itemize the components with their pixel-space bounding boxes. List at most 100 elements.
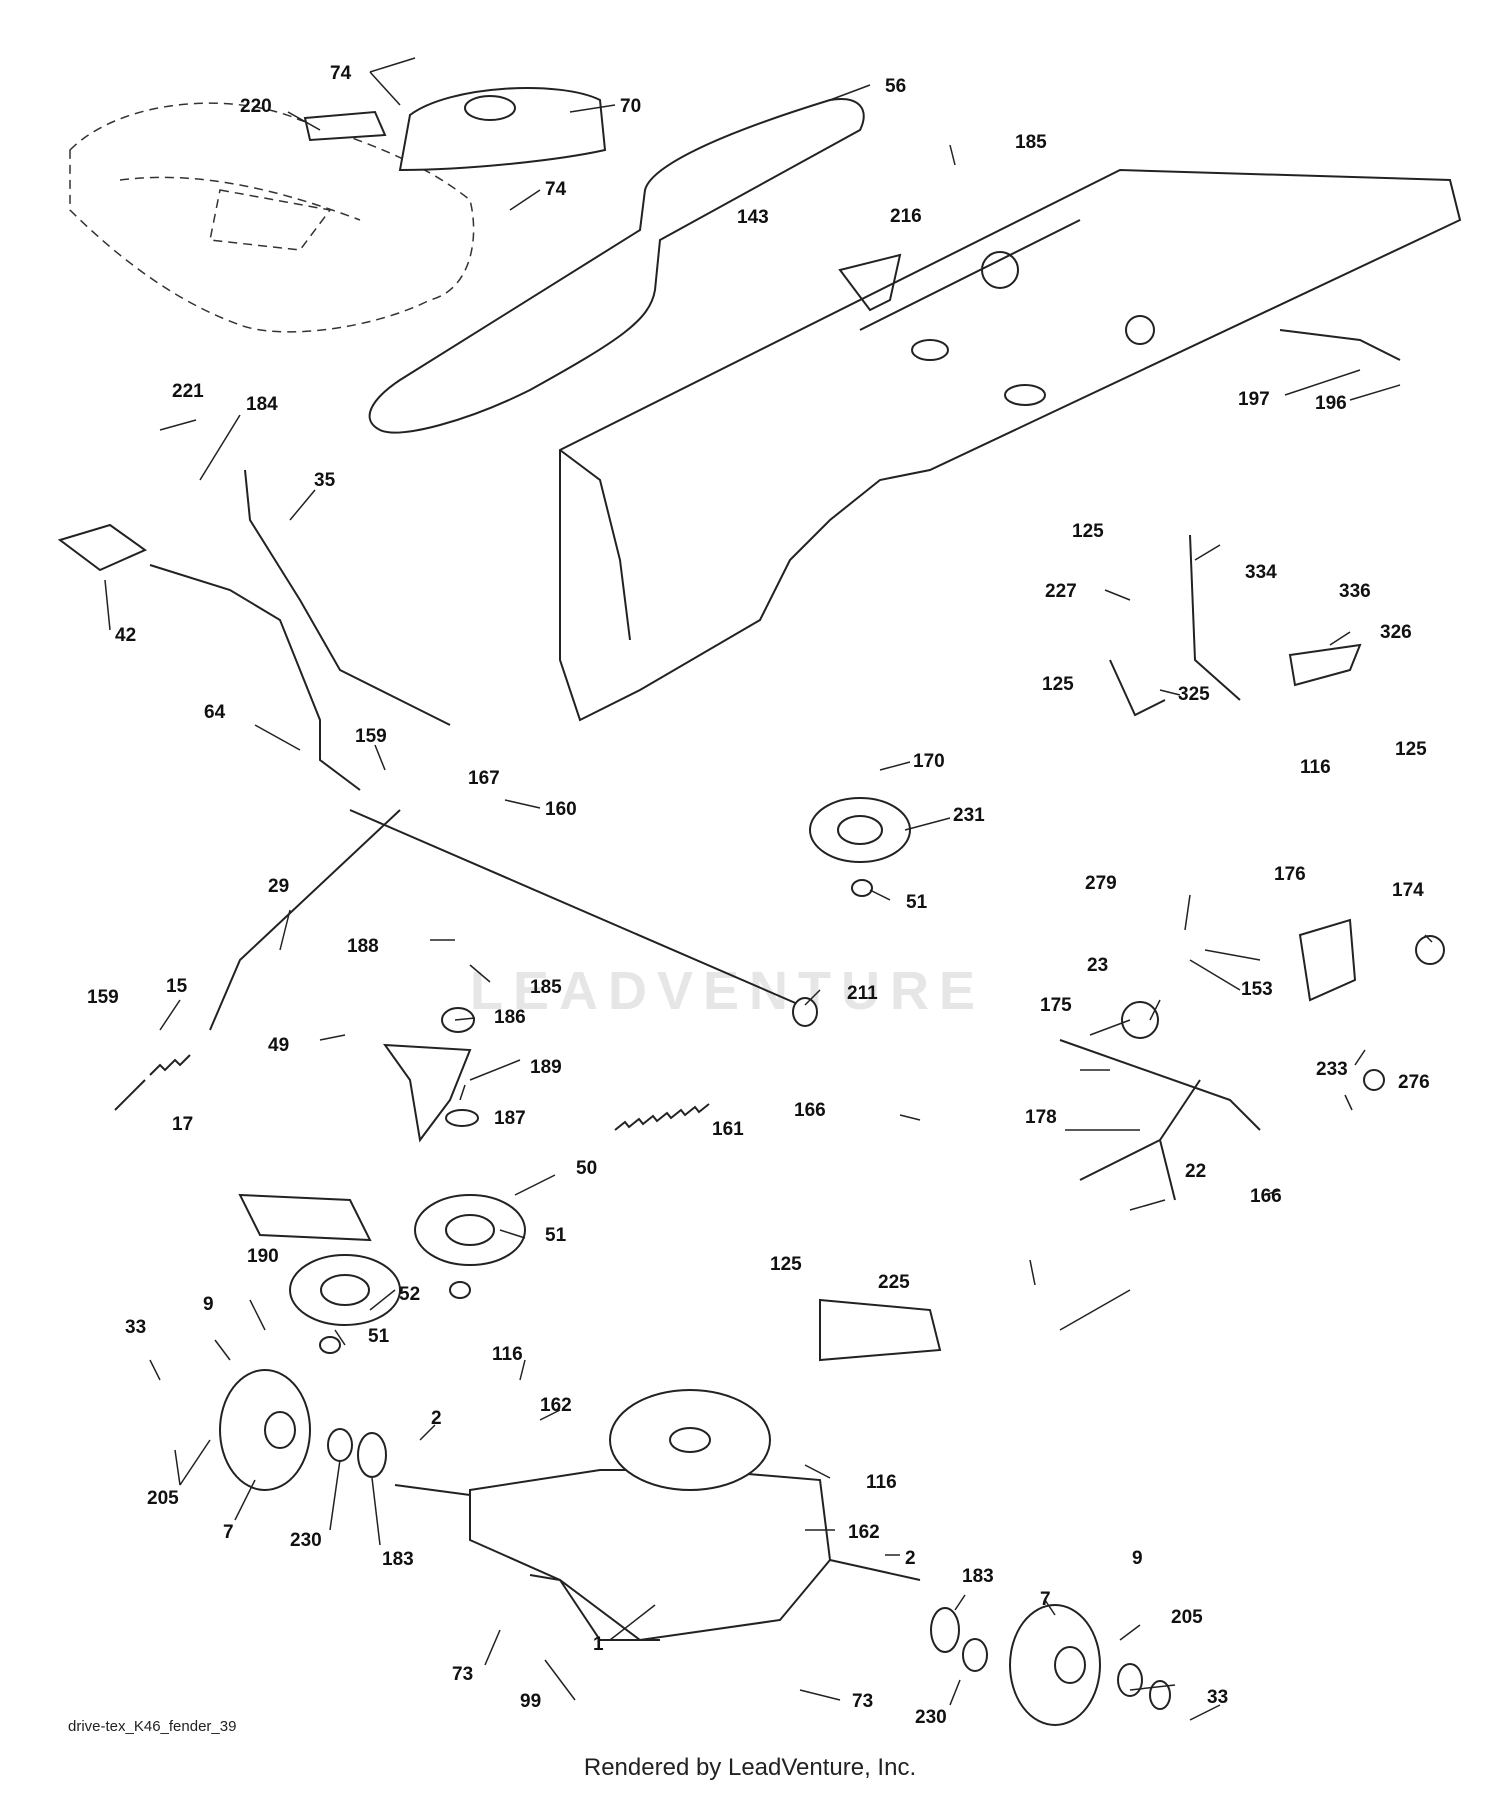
chassis-frame [559,168,1462,722]
knob-42 [57,523,148,572]
callout-205: 205 [1171,1607,1203,1628]
transaxle-1 [394,1389,921,1642]
hub-7-left [219,1369,311,1491]
callout-73: 73 [852,1691,873,1712]
callout-178: 178 [1025,1107,1057,1128]
callout-15: 15 [166,976,188,997]
render-credit: Rendered by LeadVenture, Inc. [583,1754,917,1781]
callout-74: 74 [545,179,567,200]
idler-bracket-189 [382,1007,479,1143]
callout-334: 334 [1245,562,1277,583]
callout-162: 162 [540,1395,572,1416]
callout-7: 7 [1040,1589,1051,1610]
callout-231: 231 [953,805,985,826]
callout-187: 187 [494,1108,526,1129]
callout-161: 161 [712,1119,744,1140]
callout-64: 64 [204,702,226,723]
callout-159: 159 [355,726,387,747]
fender-outline [69,102,475,333]
callout-51: 51 [368,1326,390,1347]
callout-50: 50 [576,1158,597,1179]
bracket-326 [1288,643,1362,687]
callout-196: 196 [1315,393,1347,414]
spring-161 [614,1103,710,1131]
callout-325: 325 [1178,684,1210,705]
callout-29: 29 [268,876,289,897]
callout-116: 116 [866,1472,897,1493]
callout-23: 23 [1087,955,1108,976]
callout-279: 279 [1085,873,1117,894]
callout-185: 185 [1015,132,1047,153]
callout-9: 9 [1132,1548,1143,1569]
rod-29 [209,809,401,1031]
callout-188: 188 [347,936,379,957]
spacers [327,1428,1171,1710]
bracket-225 [819,1298,942,1362]
file-label: drive-tex_K46_fender_39 [68,1718,237,1735]
callout-190: 190 [247,1246,279,1267]
pulley-50 [414,1194,526,1299]
callout-176: 176 [1274,864,1306,885]
callout-99: 99 [520,1691,541,1712]
callout-166: 166 [1250,1186,1282,1207]
callout-125: 125 [1072,521,1104,542]
callout-33: 33 [1207,1687,1228,1708]
callout-205: 205 [147,1488,179,1509]
pulley-231 [809,797,911,897]
hub-7-right [1009,1604,1101,1726]
callout-35: 35 [314,470,336,491]
callout-70: 70 [620,96,641,117]
callout-276: 276 [1398,1072,1430,1093]
callout-7: 7 [223,1522,234,1543]
drive-belt-56 [368,98,865,434]
callout-326: 326 [1380,622,1412,643]
callout-175: 175 [1040,995,1072,1016]
callout-189: 189 [530,1057,562,1078]
callout-42: 42 [115,625,136,646]
callout-153: 153 [1241,979,1273,1000]
callout-186: 186 [494,1007,526,1028]
callout-170: 170 [913,751,945,772]
callout-2: 2 [905,1548,916,1569]
bushing-211 [792,997,818,1027]
bracket-334 [1189,534,1241,701]
brake-linkage [1059,918,1445,1201]
callout-2: 2 [431,1408,442,1429]
spring-17 [114,1054,191,1111]
callout-227: 227 [1045,581,1077,602]
callout-166: 166 [794,1100,826,1121]
callout-174: 174 [1392,880,1424,901]
callout-22: 22 [1185,1161,1206,1182]
callout-167: 167 [468,768,500,789]
callout-116: 116 [492,1344,523,1365]
callout-17: 17 [172,1114,193,1135]
callout-73: 73 [452,1664,473,1685]
callout-52: 52 [399,1284,420,1305]
seat-pad-220 [303,110,387,142]
callout-33: 33 [125,1317,146,1338]
callout-197: 197 [1238,389,1270,410]
callout-labels: 74 220 70 56 74 185 143 216 197 196 221 … [87,63,1430,1728]
shift-rod-35 [244,469,451,726]
callout-185: 185 [530,977,562,998]
callout-125: 125 [770,1254,802,1275]
console-70 [398,87,607,172]
callout-220: 220 [240,96,272,117]
lever-64 [149,564,361,791]
bracket-216 [838,253,902,312]
callout-221: 221 [172,381,204,402]
callout-233: 233 [1316,1059,1348,1080]
bracket-325 [1109,659,1166,717]
callout-162: 162 [848,1522,880,1543]
bracket-190 [238,1193,372,1242]
callout-51: 51 [906,892,928,913]
callout-184: 184 [246,394,278,415]
callout-216: 216 [890,206,922,227]
callout-9: 9 [203,1294,214,1315]
callout-116: 116 [1300,757,1331,778]
bracket-197 [1279,329,1401,361]
callout-230: 230 [915,1707,947,1728]
callout-125: 125 [1395,739,1427,760]
callout-336: 336 [1339,581,1371,602]
